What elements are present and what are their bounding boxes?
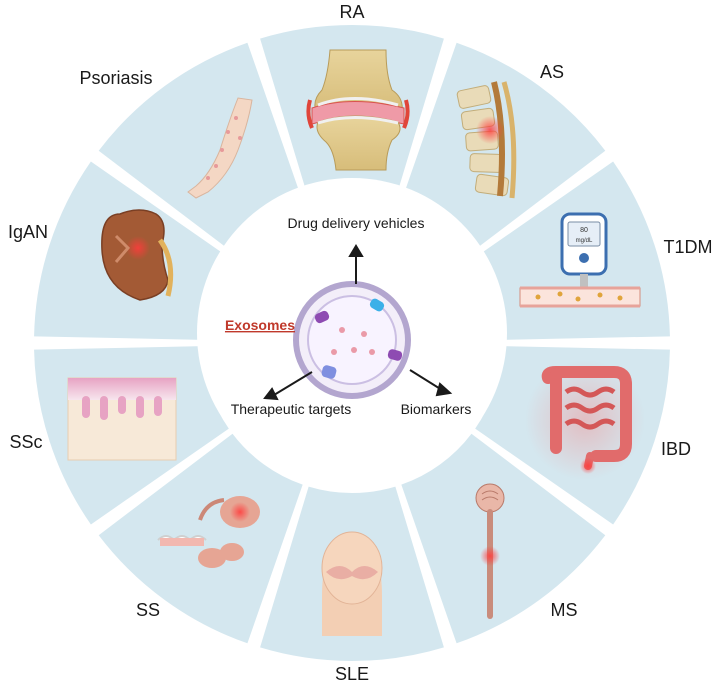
disease-labels: RA AS T1DM IBD MS SLE SS SSc IgAN Psoriasis	[8, 2, 713, 684]
glucometer-icon: 80 mg/dL	[519, 212, 641, 308]
arrow-left	[273, 371, 313, 396]
spine-icon	[456, 81, 517, 199]
arm-rash-icon	[187, 97, 253, 199]
glucometer-value: 80	[580, 227, 588, 234]
label-ss: SS	[136, 600, 160, 620]
arrow-left-head	[263, 387, 279, 401]
label-ssc: SSc	[9, 432, 42, 452]
exosome-icon	[293, 281, 411, 399]
label-ibd: IBD	[661, 439, 691, 459]
label-ms: MS	[551, 600, 578, 620]
label-sle: SLE	[335, 664, 369, 684]
salivary-gland-icon	[157, 496, 260, 568]
arrow-right-head	[435, 382, 453, 397]
arrow-up-head	[348, 244, 364, 257]
role-therapeutic-targets: Therapeutic targets	[231, 401, 352, 417]
kidney-icon	[101, 209, 174, 301]
intestine-icon	[525, 360, 645, 480]
exosomes-title: Exosomes	[225, 317, 295, 333]
role-biomarkers: Biomarkers	[401, 401, 472, 417]
label-t1dm: T1DM	[664, 237, 713, 257]
label-ra: RA	[339, 2, 364, 22]
knee-joint-icon	[306, 49, 410, 171]
segment-ring	[34, 25, 670, 661]
segment-ms	[401, 433, 606, 644]
skin-section-icon	[67, 377, 177, 461]
segment-psoriasis	[98, 42, 303, 253]
label-psoriasis: Psoriasis	[79, 68, 152, 88]
role-drug-delivery: Drug delivery vehicles	[288, 215, 425, 231]
arrow-right	[409, 369, 443, 391]
label-igan: IgAN	[8, 222, 48, 242]
brain-spinal-cord-icon	[475, 483, 505, 619]
label-as: AS	[540, 62, 564, 82]
glucometer-unit: mg/dL	[576, 238, 593, 244]
face-butterfly-rash-icon	[321, 531, 383, 636]
